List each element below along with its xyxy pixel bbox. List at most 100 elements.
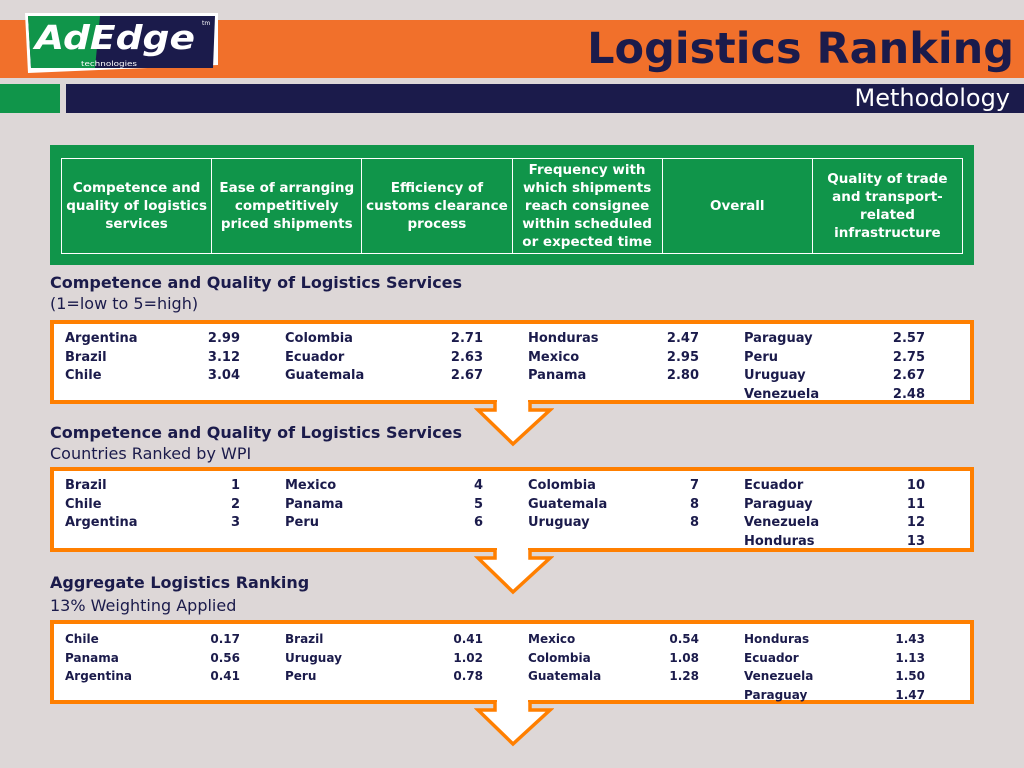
country-value: 2.95 <box>666 349 699 365</box>
section-heading: Aggregate Logistics Ranking <box>50 573 310 592</box>
country-value: 3 <box>230 515 240 530</box>
country-value: 2.48 <box>892 386 925 402</box>
country-name: Peru <box>285 669 317 683</box>
country-name: Guatemala <box>528 669 602 683</box>
country-name: Ecuador <box>285 349 345 365</box>
country-value: 1.47 <box>895 687 925 702</box>
country-name: Peru <box>744 349 779 365</box>
country-name: Panama <box>285 496 344 512</box>
svg-text:AdEdge: AdEdge <box>32 18 195 57</box>
country-value: 6 <box>473 515 483 530</box>
country-name: Guatemala <box>285 368 365 383</box>
country-value: 2.67 <box>892 368 925 383</box>
country-name: Paraguay <box>744 687 808 702</box>
country-value: 10 <box>906 478 925 493</box>
country-value: 12 <box>906 515 925 530</box>
criteria-cell: Overall <box>663 159 813 253</box>
country-row: Paraguay 1.47 <box>744 686 925 705</box>
country-row: Brazil 3.12 <box>65 349 240 368</box>
country-name: Colombia <box>528 478 596 493</box>
country-row: Uruguay 8 <box>528 514 699 533</box>
country-value: 7 <box>689 478 699 493</box>
country-name: Panama <box>65 650 119 665</box>
country-name: Ecuador <box>744 478 804 493</box>
country-value: 2 <box>230 496 240 512</box>
country-value: 2.63 <box>450 349 483 365</box>
criteria-row: Competence and quality of logistics serv… <box>61 158 963 254</box>
criteria-table: Competence and quality of logistics serv… <box>50 145 974 265</box>
criteria-cell: Quality of trade and transport-related i… <box>827 171 948 241</box>
country-row: Venezuela 2.48 <box>744 386 925 405</box>
country-row: Honduras 1.43 <box>744 630 925 649</box>
country-row: Ecuador 1.13 <box>744 649 925 668</box>
country-value: 3.12 <box>207 349 240 365</box>
criteria-cell: Competence and quality of logistics serv… <box>62 159 213 253</box>
country-name: Chile <box>65 496 102 512</box>
svg-text:tm: tm <box>202 20 210 27</box>
country-value: 4 <box>473 478 483 493</box>
country-value: 2.47 <box>666 331 699 346</box>
country-value: 2.57 <box>892 331 925 346</box>
country-name: Mexico <box>285 478 337 493</box>
country-row: Mexico 2.95 <box>528 349 699 368</box>
country-row: Panama 5 <box>285 496 483 515</box>
country-value: 2.99 <box>207 331 240 346</box>
country-row: Argentina 3 <box>65 514 240 533</box>
country-value: 2.71 <box>450 331 483 346</box>
country-name: Honduras <box>744 632 810 646</box>
criteria-cell: Efficiency of customs clearance process <box>362 159 513 253</box>
country-value: 5 <box>473 496 483 512</box>
country-value: 1.13 <box>895 650 925 665</box>
country-value: 1.02 <box>453 650 483 665</box>
country-row: Ecuador 10 <box>744 477 925 496</box>
country-value: 13 <box>906 533 925 549</box>
country-value: 8 <box>689 515 699 530</box>
country-name: Honduras <box>744 533 815 549</box>
country-name: Brazil <box>65 349 107 365</box>
country-value: 2.75 <box>892 349 925 365</box>
country-value: 1.43 <box>895 632 925 646</box>
country-name: Chile <box>65 368 102 383</box>
section-heading: Competence and Quality of Logistics Serv… <box>50 273 463 292</box>
country-value: 0.78 <box>453 669 483 683</box>
country-value: 0.41 <box>210 669 240 683</box>
country-value: 0.17 <box>210 632 240 646</box>
page-subtitle: Methodology <box>854 84 1010 112</box>
country-name: Ecuador <box>744 650 799 665</box>
country-row: Colombia 7 <box>528 477 699 496</box>
down-arrow-icon <box>474 398 554 447</box>
green-accent-bar <box>0 84 60 113</box>
down-arrow-icon <box>474 546 554 595</box>
country-value: 8 <box>689 496 699 512</box>
country-name: Mexico <box>528 349 580 365</box>
criteria-cell: Frequency with which shipments reach con… <box>513 159 663 253</box>
country-name: Argentina <box>65 515 138 530</box>
country-name: Uruguay <box>285 650 342 665</box>
section-subheading: Countries Ranked by WPI <box>50 444 252 463</box>
country-row: Ecuador 2.63 <box>285 349 483 368</box>
country-name: Uruguay <box>528 515 590 530</box>
country-name: Venezuela <box>744 386 820 402</box>
country-name: Colombia <box>528 650 591 665</box>
